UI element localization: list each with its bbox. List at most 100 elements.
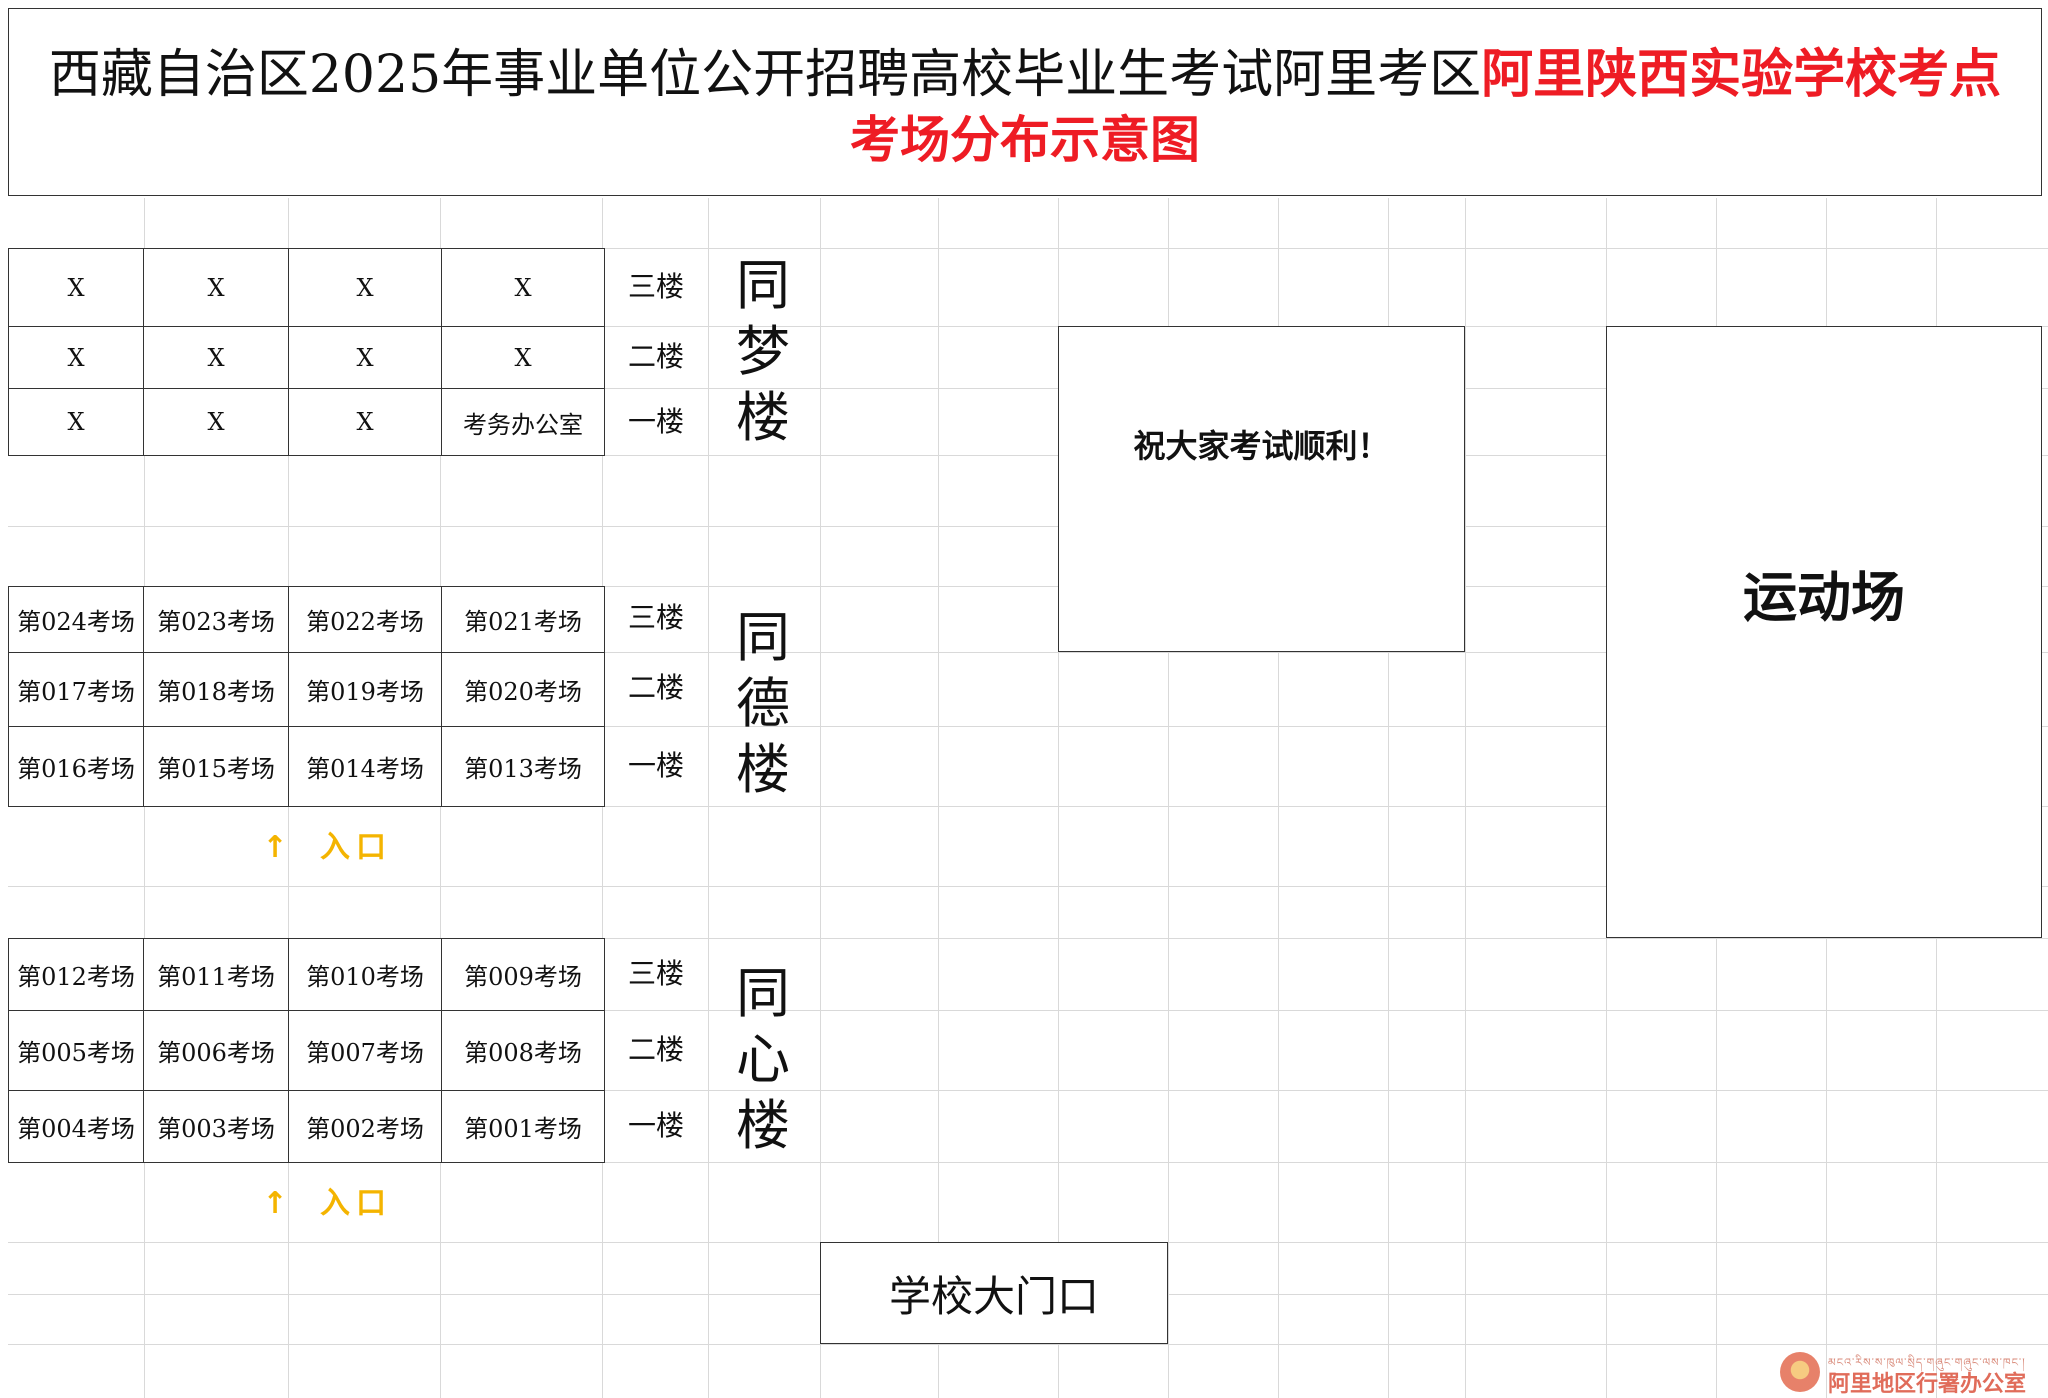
watermark-text: 阿里地区行署办公室 — [1828, 1372, 2027, 1397]
watermark-tibetan-text: མངའ་རིས་ས་ཁུལ་སྲིད་གཞུང་གཞུང་ལས་ཁང་། — [1828, 1356, 2026, 1369]
room-cell: X — [8, 388, 144, 456]
room-cell: 第010考场 — [288, 938, 442, 1011]
sports-field-label: 运动场 — [1743, 565, 1905, 629]
sports-field-box: 运动场 — [1606, 326, 2042, 938]
grid-row-line — [8, 1344, 2048, 1345]
grid-row-line — [8, 938, 2048, 939]
grid-col-line — [938, 198, 939, 1398]
building-name-char: 楼 — [736, 738, 790, 801]
floor-label: 一楼 — [627, 1109, 684, 1142]
building-tongmeng-rooms: X X X X X X X X X X X 考务办公室 — [8, 248, 605, 456]
building-name-char: 同 — [736, 606, 790, 669]
grid-row-line — [8, 526, 2048, 527]
room-cell: X — [143, 388, 289, 456]
exam-office-cell: 考务办公室 — [441, 388, 605, 456]
room-cell: X — [288, 248, 442, 327]
grid-col-line — [708, 198, 709, 1398]
room-cell: 第006考场 — [143, 1010, 289, 1091]
room-cell: 第019考场 — [288, 652, 442, 727]
room-cell: X — [441, 326, 605, 389]
room-cell: X — [288, 326, 442, 389]
building-name-char: 心 — [736, 1028, 790, 1091]
grid-row-line — [8, 652, 2048, 653]
room-cell: 第021考场 — [441, 586, 605, 653]
room-cell: X — [441, 248, 605, 327]
grid-col-line — [1388, 198, 1389, 1398]
good-luck-box: 祝大家考试顺利！ — [1058, 326, 1465, 652]
floor-label: 二楼 — [627, 671, 684, 704]
building-name-char: 楼 — [736, 1094, 790, 1157]
entrance-label: 入口 — [320, 1186, 392, 1221]
building-tongxin-rooms: 第012考场 第011考场 第010考场 第009考场 第005考场 第006考… — [8, 938, 605, 1163]
up-arrow-icon: ↑ — [262, 1186, 288, 1221]
title-venue-text: 阿里陕西实验学校考点 — [1481, 45, 2002, 105]
room-cell: 第005考场 — [8, 1010, 144, 1091]
room-cell: 第007考场 — [288, 1010, 442, 1091]
room-cell: X — [143, 326, 289, 389]
room-cell: 第001考场 — [441, 1090, 605, 1163]
room-cell: X — [8, 248, 144, 327]
building-name-char: 德 — [736, 672, 790, 735]
room-cell: X — [288, 388, 442, 456]
grid-col-line — [1058, 198, 1059, 1398]
grid-col-line — [1168, 198, 1169, 1398]
room-cell: 第002考场 — [288, 1090, 442, 1163]
entrance-marker: ↑ 入口 — [230, 1178, 392, 1222]
room-cell: 第016考场 — [8, 726, 144, 807]
grid-row-line — [8, 388, 2048, 389]
floor-label: 三楼 — [627, 270, 684, 303]
room-cell: X — [143, 248, 289, 327]
school-gate-label: 学校大门口 — [888, 1271, 1099, 1321]
floor-label: 二楼 — [627, 1033, 684, 1066]
floor-label: 二楼 — [627, 340, 684, 373]
building-tongde-rooms: 第024考场 第023考场 第022考场 第021考场 第017考场 第018考… — [8, 586, 605, 807]
entrance-marker: ↑ 入口 — [230, 822, 392, 866]
room-cell: 第020考场 — [441, 652, 605, 727]
grid-col-line — [1278, 198, 1279, 1398]
entrance-label: 入口 — [320, 830, 392, 865]
grid-row-line — [8, 248, 2048, 249]
good-luck-text: 祝大家考试顺利！ — [1133, 427, 1390, 465]
room-cell: 第015考场 — [143, 726, 289, 807]
building-name-char: 梦 — [736, 320, 790, 383]
room-cell: 第017考场 — [8, 652, 144, 727]
floor-label: 一楼 — [627, 749, 684, 782]
watermark: མངའ་རིས་ས་ཁུལ་སྲིད་གཞུང་གཞུང་ལས་ཁང་། 阿里地… — [1780, 1350, 2048, 1398]
grid-row-line — [8, 886, 2048, 887]
room-cell: 第018考场 — [143, 652, 289, 727]
floor-label: 三楼 — [627, 957, 684, 990]
emblem-icon — [1780, 1352, 1820, 1392]
room-cell: X — [8, 326, 144, 389]
room-cell: 第008考场 — [441, 1010, 605, 1091]
room-cell: 第009考场 — [441, 938, 605, 1011]
grid-row-line — [8, 726, 2048, 727]
room-cell: 第024考场 — [8, 586, 144, 653]
room-cell: 第022考场 — [288, 586, 442, 653]
building-name-char: 同 — [736, 962, 790, 1025]
room-cell: 第012考场 — [8, 938, 144, 1011]
grid-row-line — [8, 806, 2048, 807]
grid-row-line — [8, 1090, 2048, 1091]
grid-row-line — [8, 455, 2048, 456]
grid-row-line — [8, 586, 2048, 587]
grid-col-line — [1465, 198, 1466, 1398]
grid-row-line — [8, 1162, 2048, 1163]
grid-row-line — [8, 326, 2048, 327]
building-name-char: 同 — [736, 254, 790, 317]
page-title: 西藏自治区2025年事业单位公开招聘高校毕业生考试阿里考区阿里陕西实验学校考点 … — [8, 8, 2042, 196]
room-cell: 第023考场 — [143, 586, 289, 653]
title-line-1: 西藏自治区2025年事业单位公开招聘高校毕业生考试阿里考区阿里陕西实验学校考点 — [9, 43, 2041, 107]
room-cell: 第003考场 — [143, 1090, 289, 1163]
floor-label: 一楼 — [627, 405, 684, 438]
room-cell: 第004考场 — [8, 1090, 144, 1163]
school-gate-box: 学校大门口 — [820, 1242, 1168, 1344]
title-line-2: 考场分布示意图 — [850, 111, 1200, 169]
room-cell: 第013考场 — [441, 726, 605, 807]
grid-row-line — [8, 1010, 2048, 1011]
grid-col-line — [820, 198, 821, 1398]
building-name-char: 楼 — [736, 386, 790, 449]
title-region-text: 西藏自治区2025年事业单位公开招聘高校毕业生考试阿里考区 — [48, 45, 1482, 105]
up-arrow-icon: ↑ — [262, 830, 288, 865]
room-cell: 第011考场 — [143, 938, 289, 1011]
room-cell: 第014考场 — [288, 726, 442, 807]
